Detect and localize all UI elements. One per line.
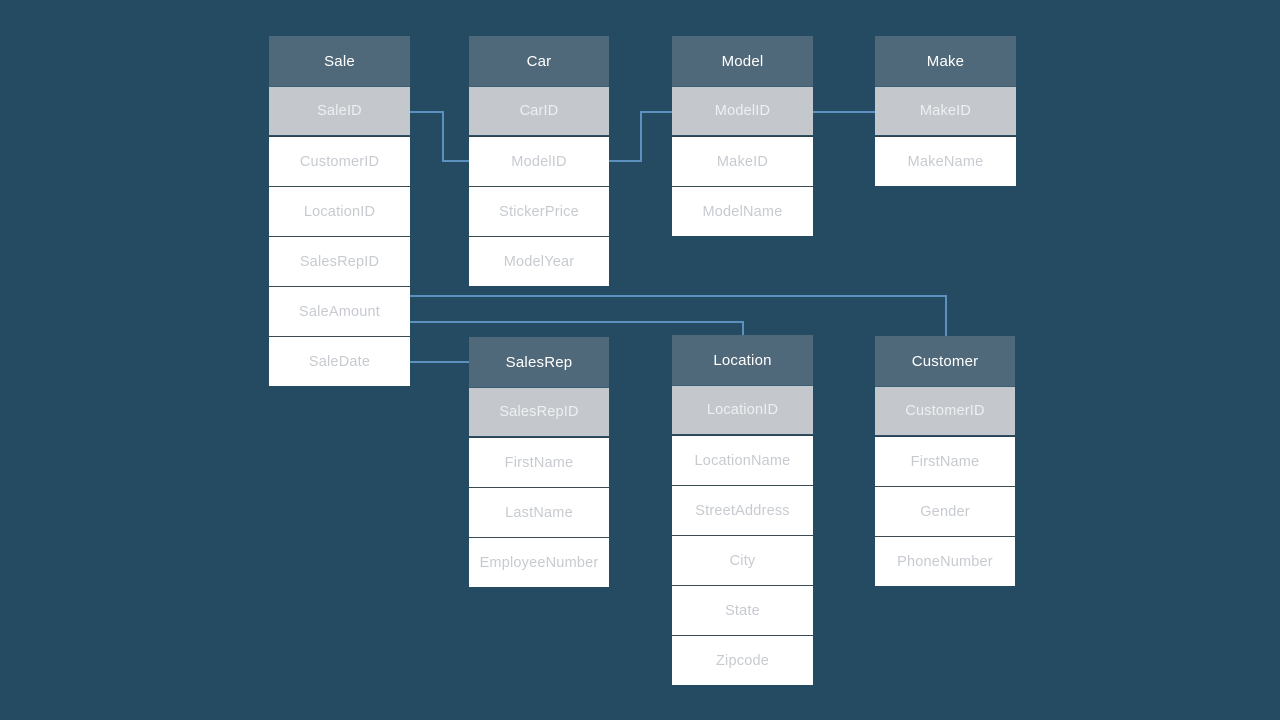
field-row[interactable]: PhoneNumber	[875, 536, 1015, 586]
field-row[interactable]: EmployeeNumber	[469, 537, 609, 587]
field-row[interactable]: SaleAmount	[269, 286, 410, 336]
field-row[interactable]: LocationID	[269, 186, 410, 236]
entity-title-location: Location	[672, 335, 813, 385]
connector-car-to-sale	[410, 111, 469, 162]
entity-title-car: Car	[469, 36, 609, 86]
primary-key-field-salesrep[interactable]: SalesRepID	[469, 387, 609, 437]
field-row[interactable]: SalesRepID	[269, 236, 410, 286]
connector-sale-to-customer	[410, 295, 947, 336]
entity-title-sale: Sale	[269, 36, 410, 86]
field-row[interactable]: MakeName	[875, 136, 1016, 186]
primary-key-field-model[interactable]: ModelID	[672, 86, 813, 136]
field-row[interactable]: FirstName	[875, 436, 1015, 486]
entity-title-salesrep: SalesRep	[469, 337, 609, 387]
field-row[interactable]: LastName	[469, 487, 609, 537]
field-row[interactable]: LocationName	[672, 435, 813, 485]
field-row[interactable]: StickerPrice	[469, 186, 609, 236]
field-row[interactable]: CustomerID	[269, 136, 410, 186]
field-row[interactable]: ModelID	[469, 136, 609, 186]
field-row[interactable]: StreetAddress	[672, 485, 813, 535]
primary-key-field-customer[interactable]: CustomerID	[875, 386, 1015, 436]
primary-key-field-sale[interactable]: SaleID	[269, 86, 410, 136]
connector-model-to-car	[609, 111, 672, 162]
field-row[interactable]: ModelYear	[469, 236, 609, 286]
field-row[interactable]: FirstName	[469, 437, 609, 487]
connector-sale-to-location	[410, 321, 744, 335]
field-row[interactable]: Gender	[875, 486, 1015, 536]
primary-key-field-make[interactable]: MakeID	[875, 86, 1016, 136]
field-row[interactable]: ModelName	[672, 186, 813, 236]
field-row[interactable]: State	[672, 585, 813, 635]
field-row[interactable]: MakeID	[672, 136, 813, 186]
entity-title-model: Model	[672, 36, 813, 86]
field-row[interactable]: City	[672, 535, 813, 585]
primary-key-field-car[interactable]: CarID	[469, 86, 609, 136]
entity-title-customer: Customer	[875, 336, 1015, 386]
entity-title-make: Make	[875, 36, 1016, 86]
primary-key-field-location[interactable]: LocationID	[672, 385, 813, 435]
field-row[interactable]: SaleDate	[269, 336, 410, 386]
field-row[interactable]: Zipcode	[672, 635, 813, 685]
